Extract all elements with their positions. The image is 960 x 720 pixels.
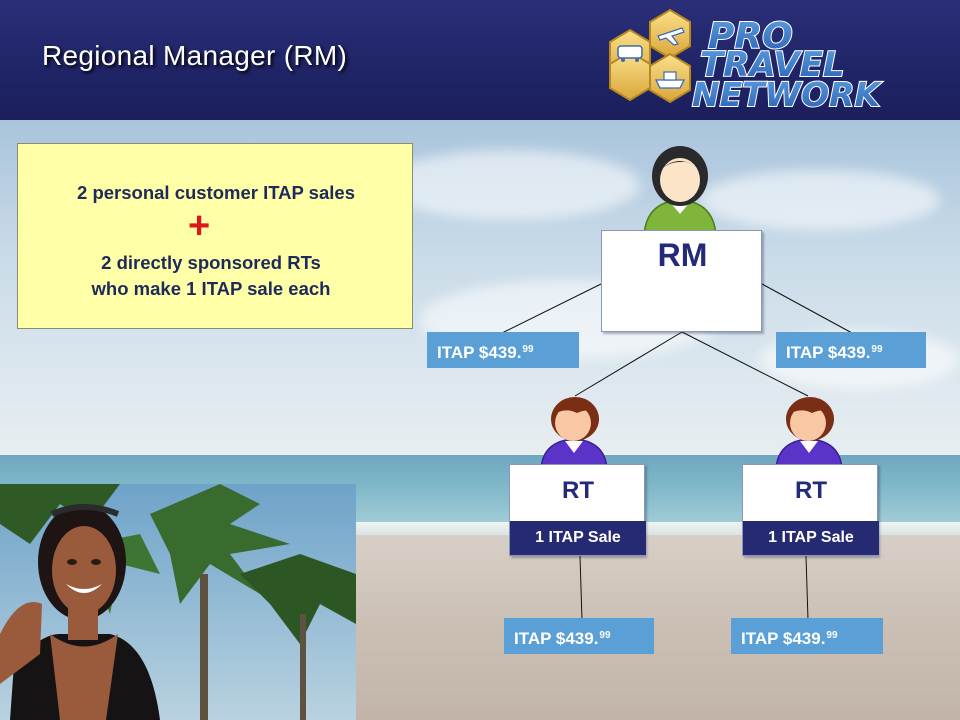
price-main: ITAP $439. xyxy=(786,343,871,362)
logo-word-pro: PRO xyxy=(708,16,793,57)
price-tag-rm-left: ITAP $439.99 xyxy=(427,332,579,368)
rm-node: RM xyxy=(601,230,762,332)
page-title: Regional Manager (RM) xyxy=(42,40,348,71)
summary-box: 2 personal customer ITAP sales + 2 direc… xyxy=(17,143,413,329)
rm-label: RM xyxy=(657,237,708,273)
ship-icon xyxy=(654,71,686,89)
price-cents: 99 xyxy=(826,630,838,641)
summary-line-personal-sales: 2 personal customer ITAP sales xyxy=(77,182,355,203)
woman-photo xyxy=(0,484,356,720)
connector-rm-left-rt xyxy=(574,331,683,397)
cloud xyxy=(380,150,640,220)
pro-travel-network-logo: PRO TRAVEL NETWORK xyxy=(609,8,884,115)
price-tag-rt-right: ITAP $439.99 xyxy=(731,618,883,654)
logo-word-network: NETWORK xyxy=(692,75,883,114)
train-icon xyxy=(617,45,643,62)
header-bar: Regional Manager (RM) xyxy=(0,0,960,120)
summary-line-rt-sales: who make 1 ITAP sale each xyxy=(91,278,331,299)
connector-rt-left-price xyxy=(579,555,583,621)
price-tag-rt-left: ITAP $439.99 xyxy=(504,618,654,654)
female-manager-icon xyxy=(643,146,717,236)
airplane-icon xyxy=(657,27,685,46)
price-main: ITAP $439. xyxy=(437,343,522,362)
summary-line-sponsored-rts: 2 directly sponsored RTs xyxy=(101,252,321,273)
price-main: ITAP $439. xyxy=(741,629,826,648)
connector-rm-left-price xyxy=(501,283,602,334)
rt-sale-bar: 1 ITAP Sale xyxy=(510,521,646,555)
summary-plus-sign: + xyxy=(188,205,211,247)
rt-sale-bar: 1 ITAP Sale xyxy=(743,521,879,555)
rt-node-left: RT 1 ITAP Sale xyxy=(509,464,646,556)
logo-word-travel: TRAVEL xyxy=(700,45,845,85)
female-rep-icon xyxy=(775,397,843,469)
connector-rm-right-rt xyxy=(681,331,809,397)
price-main: ITAP $439. xyxy=(514,629,599,648)
cloud xyxy=(700,170,940,230)
connector-rm-right-price xyxy=(761,283,853,334)
price-cents: 99 xyxy=(871,344,883,355)
rt-node-right: RT 1 ITAP Sale xyxy=(742,464,879,556)
price-cents: 99 xyxy=(522,344,534,355)
price-tag-rm-right: ITAP $439.99 xyxy=(776,332,926,368)
price-cents: 99 xyxy=(599,630,611,641)
rt-label: RT xyxy=(562,477,594,504)
rt-label: RT xyxy=(795,477,827,504)
female-rep-icon xyxy=(540,397,608,469)
connector-rt-right-price xyxy=(805,555,809,621)
